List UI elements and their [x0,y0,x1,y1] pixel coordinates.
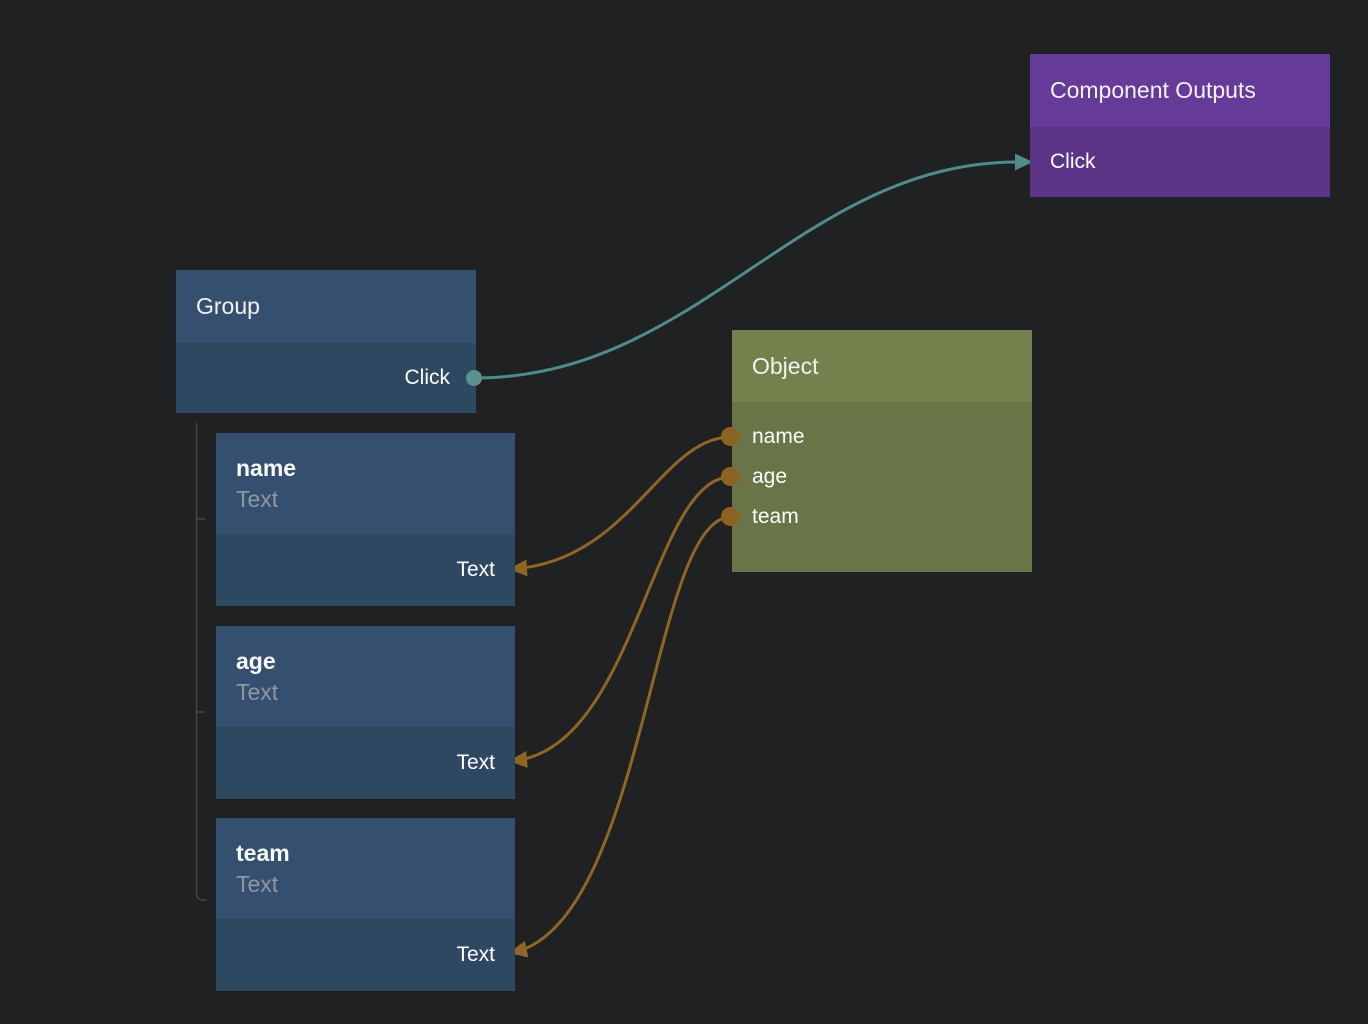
port-row-click-input: Click [1030,127,1330,197]
node-field-team-header[interactable]: team Text [216,818,515,919]
port-object-name-output[interactable] [721,427,740,446]
port-label: Text [456,558,495,581]
port-row-name: name [732,417,1032,457]
node-field-name[interactable]: name Text Text [216,433,515,606]
edge-object-name-to-field-name[interactable] [511,435,732,571]
arrowhead-component-outputs-click [1015,153,1033,171]
port-object-team-output[interactable] [721,507,740,526]
port-row-click-output: Click [176,343,476,413]
node-subtitle: Text [236,485,279,512]
node-component-outputs-header[interactable]: Component Outputs [1030,54,1330,127]
arrowhead-field-age [509,750,528,768]
node-title: name [236,454,297,481]
port-row-text-input: Text [216,727,515,799]
node-group-header[interactable]: Group [176,270,476,343]
edge-object-team-to-field-team[interactable] [511,515,732,955]
node-field-age-header[interactable]: age Text [216,626,515,727]
edge-object-age-to-field-age[interactable] [511,475,732,763]
port-label: Text [456,751,495,774]
node-object[interactable]: Object name age team [732,330,1032,572]
port-object-age-output[interactable] [721,467,740,486]
node-title: Component Outputs [1050,77,1256,103]
node-field-team[interactable]: team Text Text [216,818,515,991]
port-row-text-input: Text [216,534,515,606]
node-title: Object [752,352,819,379]
node-field-age[interactable]: age Text Text [216,626,515,799]
edge-group-click-to-component-outputs[interactable] [473,160,1019,380]
port-row-age: age [732,457,1032,497]
tree-guide-line [195,423,207,901]
port-label: Text [456,943,495,966]
node-title: age [236,647,276,674]
port-label: Click [404,366,451,389]
node-field-name-header[interactable]: name Text [216,433,515,534]
arrowhead-field-name [509,559,528,577]
node-object-header[interactable]: Object [732,330,1032,402]
port-label: Click [1050,150,1096,173]
node-component-outputs[interactable]: Component Outputs Click [1030,54,1330,197]
node-subtitle: Text [236,870,279,897]
node-group[interactable]: Group Click [176,270,476,413]
port-row-text-input: Text [216,919,515,991]
port-group-click-output[interactable] [466,370,482,386]
node-title: team [236,839,290,866]
port-label: team [752,505,799,528]
node-title: Group [196,293,260,319]
port-row-team: team [732,497,1032,537]
port-label: age [752,465,788,488]
node-subtitle: Text [236,678,279,705]
port-label: name [752,425,805,448]
